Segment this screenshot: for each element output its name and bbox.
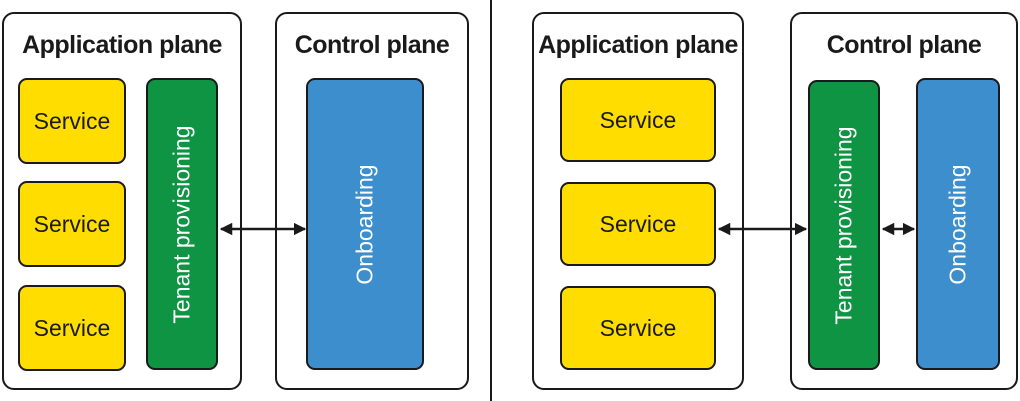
right-onboarding-box: Onboarding bbox=[916, 78, 1000, 370]
right-service-label-2: Service bbox=[599, 210, 677, 237]
right-service-box-2: Service bbox=[560, 182, 716, 266]
right-control-plane-title: Control plane bbox=[826, 31, 982, 59]
left-service-box-1: Service bbox=[18, 78, 126, 164]
left-service-label-1: Service bbox=[33, 107, 111, 134]
right-application-plane-title: Application plane bbox=[538, 31, 738, 59]
left-service-box-3: Service bbox=[18, 285, 126, 371]
left-service-box-2: Service bbox=[18, 181, 126, 267]
right-service-box-3: Service bbox=[560, 286, 716, 370]
left-onboarding-box: Onboarding bbox=[306, 78, 424, 370]
right-service-label-3: Service bbox=[599, 314, 677, 341]
left-application-plane-title: Application plane bbox=[22, 31, 222, 59]
right-service-label-1: Service bbox=[599, 106, 677, 133]
left-service-label-3: Service bbox=[33, 314, 111, 341]
center-divider bbox=[490, 0, 492, 401]
right-service-box-1: Service bbox=[560, 78, 716, 162]
left-service-label-2: Service bbox=[33, 210, 111, 237]
left-tenant-provisioning-box: Tenant provisioning bbox=[146, 78, 218, 370]
right-tenant-provisioning-box: Tenant provisioning bbox=[808, 80, 880, 370]
left-control-plane-title: Control plane bbox=[294, 31, 450, 59]
